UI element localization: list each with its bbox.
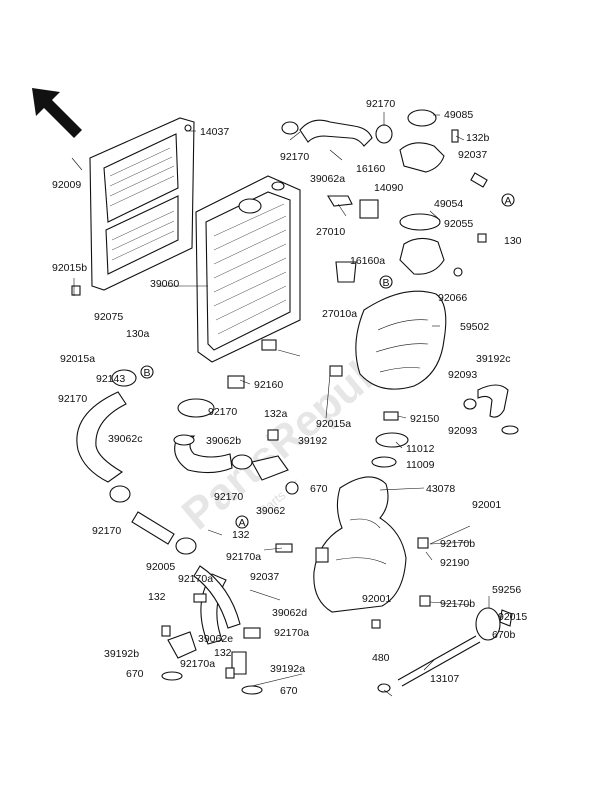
label-92005: 92005	[146, 561, 175, 573]
label-39060: 39060	[150, 278, 179, 290]
label-11009: 11009	[406, 459, 435, 471]
label-92037-top: 92037	[458, 149, 487, 161]
label-670b: 670b	[492, 629, 516, 641]
label-39062c: 39062c	[108, 433, 142, 445]
label-39192b: 39192b	[104, 648, 139, 660]
label-92170-top2: 92170	[280, 151, 309, 163]
lower-pipes	[161, 565, 263, 695]
radiator-screen	[71, 117, 195, 296]
leader-lines	[71, 112, 490, 697]
reservoir-tank	[329, 290, 447, 390]
label-92075: 92075	[94, 311, 123, 323]
label-11012: 11012	[406, 443, 435, 455]
label-92009: 92009	[52, 179, 81, 191]
label-92170a-3: 92170a	[274, 627, 309, 639]
label-92066: 92066	[438, 292, 467, 304]
label-132a: 132a	[264, 408, 288, 420]
label-92170b-1: 92170b	[440, 538, 475, 550]
label-39192c: 39192c	[476, 353, 510, 365]
label-27010a: 27010a	[322, 308, 357, 320]
label-16160: 16160	[356, 163, 385, 175]
label-92170-left: 92170	[58, 393, 87, 405]
label-92170a-2: 92170a	[178, 573, 213, 585]
middle-hose	[173, 398, 299, 553]
callout-b-top: B	[379, 275, 393, 289]
callout-a-top: A	[501, 193, 515, 207]
svg-text:B: B	[382, 277, 389, 289]
label-92143: 92143	[96, 373, 125, 385]
label-14037: 14037	[200, 126, 229, 138]
label-92001-top: 92001	[472, 499, 501, 511]
part-labels: 14037 92009 92015b 39060 92075 130a 9201…	[52, 98, 527, 697]
label-92150: 92150	[410, 413, 439, 425]
label-92001-low: 92001	[362, 593, 391, 605]
label-13107: 13107	[430, 673, 459, 685]
label-92015b: 92015b	[52, 262, 87, 274]
label-480: 480	[372, 652, 390, 664]
label-92170-top: 92170	[366, 98, 395, 110]
label-14090: 14090	[374, 182, 403, 194]
label-132-low: 132	[214, 647, 232, 659]
label-27010: 27010	[316, 226, 345, 238]
impeller-shaft	[377, 607, 513, 693]
label-39062: 39062	[256, 505, 285, 517]
label-92190: 92190	[440, 557, 469, 569]
label-92160: 92160	[254, 379, 283, 391]
label-43078: 43078	[426, 483, 455, 495]
label-92170-mid: 92170	[208, 406, 237, 418]
label-132-left: 132	[148, 591, 166, 603]
label-92015a-mid: 92015a	[316, 418, 351, 430]
right-hose	[371, 384, 519, 468]
label-92170b-2: 92170b	[440, 598, 475, 610]
callout-a-low: A	[235, 515, 249, 529]
label-92093-b: 92093	[448, 425, 477, 437]
label-130a: 130a	[126, 328, 150, 340]
label-670-mid: 670	[310, 483, 328, 495]
label-39062e: 39062e	[198, 633, 233, 645]
label-39192: 39192	[298, 435, 327, 447]
svg-text:A: A	[504, 195, 511, 207]
left-hose	[76, 369, 197, 555]
callout-b-left: B	[140, 365, 154, 379]
label-132-mid: 132	[232, 529, 250, 541]
label-92055: 92055	[444, 218, 473, 230]
label-39062b: 39062b	[206, 435, 241, 447]
label-670-low: 670	[280, 685, 298, 697]
svg-text:B: B	[143, 367, 150, 379]
front-arrow-icon	[32, 88, 82, 138]
label-92015a-left: 92015a	[60, 353, 95, 365]
radiator-core	[195, 175, 301, 389]
label-49085: 49085	[444, 109, 473, 121]
label-16160a: 16160a	[350, 255, 385, 267]
svg-text:A: A	[238, 517, 245, 529]
label-92015: 92015	[498, 611, 527, 623]
label-59502: 59502	[460, 321, 489, 333]
label-39062a: 39062a	[310, 173, 345, 185]
label-130: 130	[504, 235, 522, 247]
label-92170-b: 92170	[92, 525, 121, 537]
label-92170a-4: 92170a	[180, 658, 215, 670]
label-92170-c: 92170	[214, 491, 243, 503]
label-92037-low: 92037	[250, 571, 279, 583]
pump-housing	[313, 476, 431, 629]
label-39062d: 39062d	[272, 607, 307, 619]
label-59256: 59256	[492, 584, 521, 596]
label-49054: 49054	[434, 198, 463, 210]
label-92170a-1: 92170a	[226, 551, 261, 563]
upper-hoses	[281, 109, 488, 283]
label-92093-a: 92093	[448, 369, 477, 381]
label-132b: 132b	[466, 132, 490, 144]
label-39192a: 39192a	[270, 663, 305, 675]
label-670-left: 670	[126, 668, 144, 680]
